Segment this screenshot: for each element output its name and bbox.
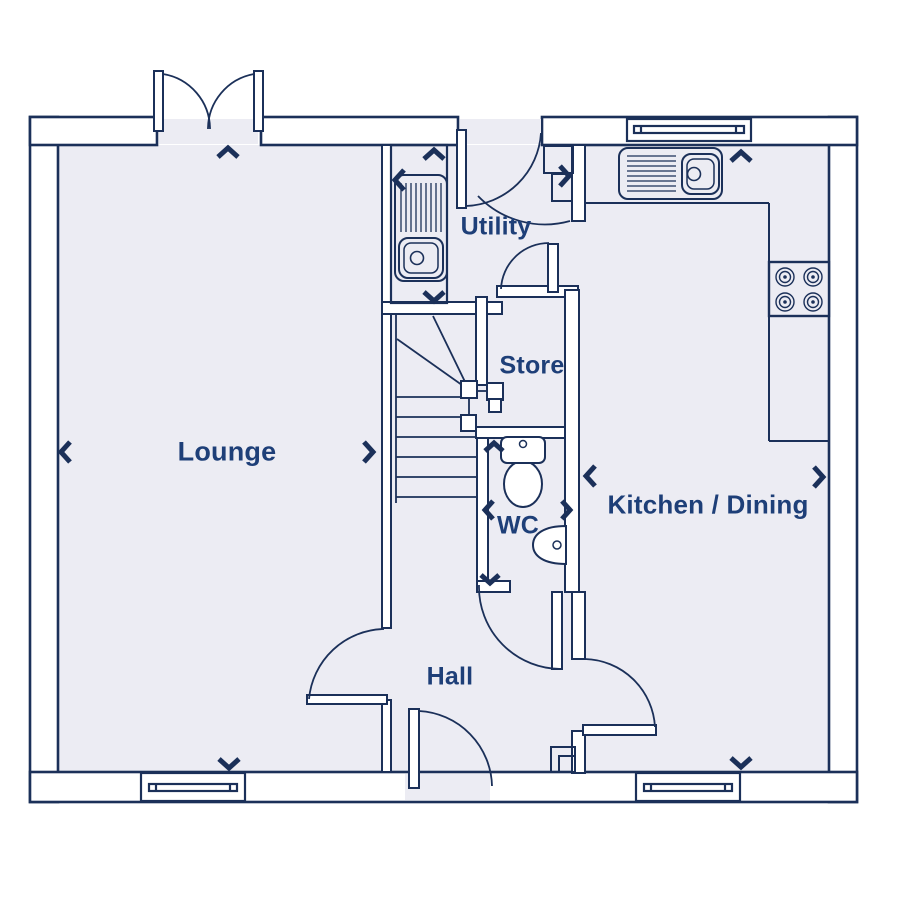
- room-label-utility: Utility: [460, 212, 532, 241]
- room-label-wc: WC: [496, 511, 540, 540]
- wash-basin: [531, 524, 567, 566]
- arrow-left-lounge: [57, 440, 72, 464]
- arrow-up-wc: [483, 439, 505, 453]
- kitchen-bottom-window: [634, 771, 742, 803]
- room-label-lounge: Lounge: [177, 436, 277, 467]
- hob-4-burners: [767, 260, 831, 318]
- boiler-cupboard: [543, 145, 574, 202]
- arrow-left-kitchen: [582, 464, 597, 488]
- internal-walls: [381, 144, 586, 774]
- arrow-down-wc: [479, 573, 501, 587]
- hall-corner-boxes: [550, 746, 576, 773]
- newel-posts: [460, 380, 504, 432]
- kitchen-top-window: [625, 117, 753, 143]
- arrow-right-wc: [560, 499, 574, 521]
- dimension-arrows: [57, 144, 827, 772]
- arrow-up-utility: [422, 146, 446, 161]
- toilet: [500, 436, 546, 508]
- arrow-right-kitchen: [812, 465, 827, 489]
- arrow-down-utility: [422, 290, 446, 305]
- arrow-up-lounge: [216, 144, 240, 159]
- arrow-up-kitchen: [729, 148, 753, 163]
- utility-sink-unit: [389, 143, 449, 305]
- back-door-utility: [456, 129, 542, 209]
- arrow-right-lounge: [362, 440, 377, 464]
- store-door: [500, 242, 559, 293]
- lobby-kitchen-door: [477, 195, 571, 226]
- wc-door: [478, 584, 563, 670]
- staircase: [395, 314, 504, 503]
- room-label-kitchen-dining: Kitchen / Dining: [607, 489, 809, 520]
- arrow-down-kitchen: [729, 756, 753, 771]
- room-label-store: Store: [499, 351, 565, 380]
- arrow-left-utility: [391, 168, 406, 192]
- lounge-bottom-window: [139, 771, 247, 803]
- arrow-left-wc: [481, 499, 495, 521]
- room-label-hall: Hall: [426, 662, 474, 691]
- kitchen-sink-unit: [618, 147, 723, 200]
- lounge-hall-door: [306, 628, 388, 705]
- kitchen-counter: [585, 202, 829, 442]
- hall-kitchen-door: [582, 658, 657, 736]
- arrow-right-utility: [558, 164, 573, 188]
- front-door: [408, 708, 493, 789]
- arrow-down-lounge: [217, 757, 241, 772]
- french-doors-top: [153, 70, 264, 132]
